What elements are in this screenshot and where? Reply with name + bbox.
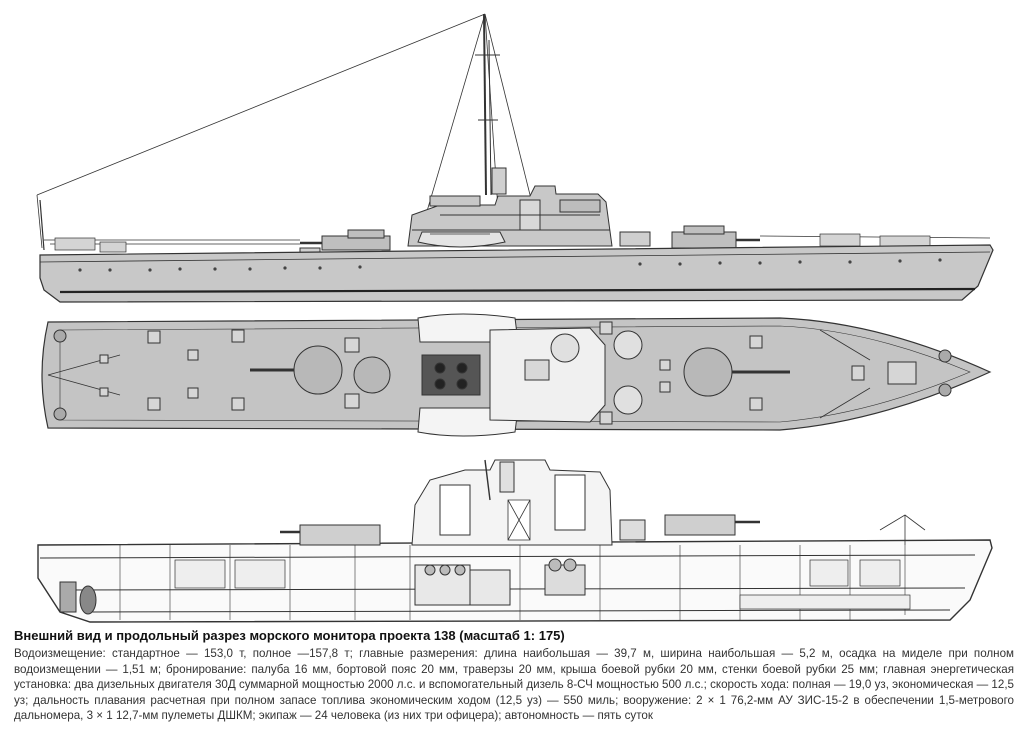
caption-body: Водоизмещение: стандартное — 153,0 т, по…: [14, 647, 1014, 722]
forward-turret-plan: [683, 347, 790, 397]
mast: [475, 13, 507, 196]
bow-anchors: [819, 329, 952, 419]
bridge-plan: [489, 327, 643, 423]
superstructure: [407, 185, 613, 248]
caption: Внешний вид и продольный разрез морского…: [14, 628, 1014, 724]
forward-gun-turret: [619, 225, 760, 249]
caption-title: Внешний вид и продольный разрез морского…: [14, 628, 565, 643]
longitudinal-section: [37, 459, 993, 623]
section-superstructure: [411, 459, 613, 546]
deck-rails: [44, 233, 991, 253]
side-view: [36, 13, 994, 303]
portholes: [78, 258, 942, 272]
engine-skylight: [421, 354, 481, 396]
section-compartments: [174, 559, 911, 610]
deck-hatches: [99, 321, 917, 425]
stern-fittings: [47, 329, 121, 421]
aft-turret-plan: [250, 345, 391, 395]
section-guns: [280, 514, 760, 546]
bow-section: [879, 514, 926, 545]
monitor-drawing: [36, 13, 994, 623]
propeller: [59, 581, 97, 615]
deck-plan-view: [41, 313, 992, 437]
engine-room: [414, 558, 586, 606]
